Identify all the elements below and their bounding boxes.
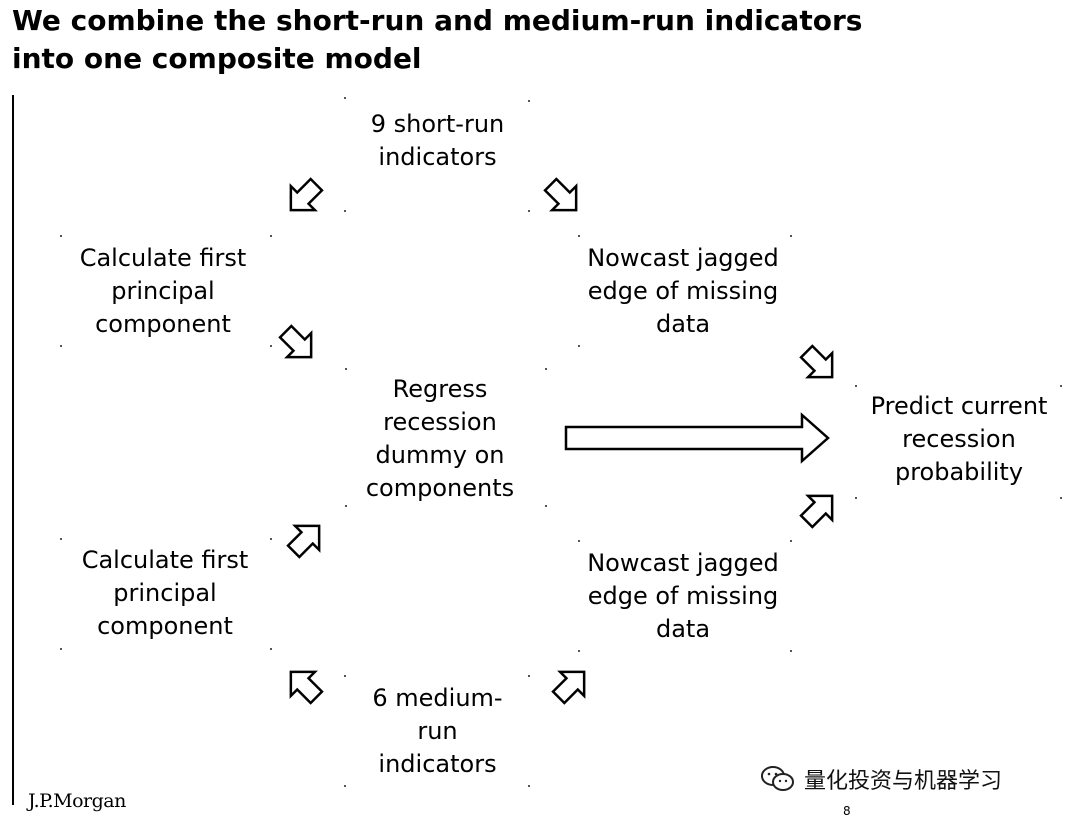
box-corner-dot [528,210,530,212]
box-corner-dot [528,100,530,102]
arrow-down-right-icon [537,171,590,224]
node-calculate-pc-bottom: Calculate first principal component [81,546,249,640]
slide-title: We combine the short-run and medium-run … [12,2,1012,78]
left-divider-line [12,95,14,805]
box-corner-dot [790,540,792,542]
box-corner-dot [578,235,580,237]
arrow-up-right-icon [280,512,333,565]
box-corner-dot [578,540,580,542]
box-corner-dot [60,235,62,237]
box-corner-dot [270,538,272,540]
box-corner-dot [60,648,62,650]
long-arrow-right-icon [564,412,830,464]
box-corner-dot [528,785,530,787]
arrow-down-right-icon [793,338,846,391]
box-corner-dot [1060,385,1062,387]
node-regress-recession: Regress recession dummy on components [365,375,515,502]
box-corner-dot [855,497,857,499]
node-nowcast-bottom: Nowcast jagged edge of missing data [587,549,779,643]
box-corner-dot [270,235,272,237]
node-medium-run-indicators: 6 medium- run indicators [372,684,503,778]
box-corner-dot [790,650,792,652]
box-corner-dot [60,345,62,347]
arrow-up-left-icon [277,658,330,711]
node-nowcast-top: Nowcast jagged edge of missing data [587,244,779,338]
box-corner-dot [545,505,547,507]
box-corner-dot [60,538,62,540]
wechat-icon [761,766,794,791]
box-corner-dot [578,345,580,347]
box-corner-dot [345,505,347,507]
box-corner-dot [790,235,792,237]
box-corner-dot [344,675,346,677]
box-corner-dot [344,785,346,787]
page-number: 8 [843,804,851,818]
box-corner-dot [345,368,347,370]
title-line-1: We combine the short-run and medium-run … [12,4,863,37]
box-corner-dot [545,368,547,370]
box-corner-dot [344,97,346,99]
arrow-up-right-icon [545,658,598,711]
watermark: 量化投资与机器学习 [760,762,1002,796]
box-corner-dot [528,675,530,677]
box-corner-dot [1060,497,1062,499]
arrow-down-right-icon [272,318,325,371]
box-corner-dot [344,210,346,212]
node-predict-probability: Predict current recession probability [870,392,1048,486]
arrow-up-right-icon [793,482,846,535]
watermark-text: 量化投资与机器学习 [804,769,1003,794]
box-corner-dot [270,345,272,347]
arrow-down-left-icon [277,171,330,224]
node-calculate-pc-top: Calculate first principal component [79,244,247,338]
box-corner-dot [855,385,857,387]
title-line-2: into one composite model [12,42,422,75]
box-corner-dot [578,650,580,652]
node-short-run-indicators: 9 short-run indicators [370,110,505,171]
box-corner-dot [270,648,272,650]
jpmorgan-logo: J.P.Morgan [28,790,126,812]
